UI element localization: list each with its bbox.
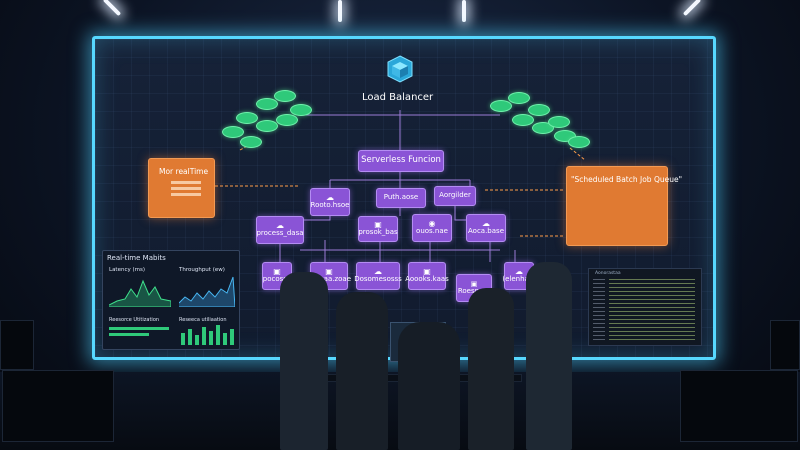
node-icon: ◉ [428,219,436,229]
service-node-label: pocossa [262,275,292,284]
database-icon [240,136,262,148]
database-icon [508,92,530,104]
database-icon [222,126,244,138]
service-node-label: Puth.aose [383,193,419,202]
terminal-panel: Aonorastaa [588,268,702,346]
terminal-code-lines [609,279,695,341]
load-balancer-icon [387,55,413,83]
serverless-function-node: Serverless Funcion [358,150,444,172]
side-monitor-back [0,320,34,370]
ceiling-light [462,0,466,22]
service-node: Puth.aose [376,188,426,208]
resource-utilization-label: Reesorce Utitization [109,317,160,323]
side-monitor [2,370,114,442]
database-icon [490,100,512,112]
cloud-icon: ☁ [276,221,284,231]
box-icon: ▣ [470,279,478,288]
load-balancer-label: Load Balancer [362,92,434,103]
side-monitor [680,370,798,442]
database-icon [528,104,550,116]
service-node-label: prosok_bas [358,228,398,237]
resource-bar-chart [181,325,234,345]
person-silhouette [280,272,328,450]
throughput-label: Throughput (ew) [179,267,225,273]
service-node: Aorgilder [434,186,476,206]
database-icon [256,98,278,110]
resource-utilization-label-2: Reseeca utiliaation [179,317,227,323]
service-node: ▣ prosok_bas [358,216,398,242]
latency-chart [109,279,171,307]
service-node: ☁ process_dasa [256,216,304,244]
database-icon [568,136,590,148]
batch-job-queue-title: "Scheduled Batch Job Queue" [571,175,683,184]
box-icon: ▣ [273,267,281,277]
cloud-icon: ☁ [326,193,334,203]
person-silhouette [398,322,460,450]
throughput-chart [179,276,235,307]
ceiling-light [338,0,342,22]
database-icon [274,90,296,102]
person-silhouette [336,292,388,450]
database-icon [276,114,298,126]
realtime-note: Mor realTime [148,158,215,218]
service-node: ◉ ouos.nae [412,214,452,242]
service-node-label: Aoca.base [468,227,504,236]
database-icon [290,104,312,116]
cloud-icon: ☁ [515,267,523,277]
resource-bar [109,327,169,330]
database-icon [256,120,278,132]
side-monitor-back [770,320,800,370]
serverless-function-label: Serverless Funcion [361,155,441,166]
service-node: ▣ Aoooks.kaas [405,262,449,290]
database-icon [512,114,534,126]
service-node-label: Aorgilder [439,191,471,200]
service-node: ☁ Aoca.base [466,214,506,242]
service-node-label: (elenhak) [502,275,536,284]
service-node-label: Dosomesosss [354,275,402,284]
terminal-gutter [593,279,605,341]
service-node-label: process_dasa [256,229,304,238]
service-node-label: Aoooks.kaas [405,275,449,284]
realtime-note-lines [171,181,201,184]
database-icon [548,116,570,128]
terminal-title: Aonorastaa [595,271,621,276]
metrics-panel: Real-time Mabits Latency (ms) Throughput… [102,250,240,350]
service-node-label: ouos.nae [416,227,448,236]
service-node: ☁ Rooto.hsoe [310,188,350,216]
person-silhouette [526,262,572,450]
box-icon: ▣ [325,267,333,277]
service-node-label: Roesnom [457,286,491,295]
person-silhouette [468,288,514,450]
realtime-note-title: Mor realTime [159,167,209,176]
database-icon [236,112,258,124]
cloud-icon: ☁ [374,267,382,277]
metrics-panel-title: Real-time Mabits [107,254,166,262]
service-node-label: Rooto.hsoe [310,201,350,210]
service-node: ☁ Dosomesosss [354,262,402,290]
service-node-label: poosaa.zoae [307,275,352,284]
cloud-icon: ☁ [482,219,490,229]
batch-job-queue-note: "Scheduled Batch Job Queue" [566,166,682,246]
box-icon: ▣ [374,220,382,230]
latency-label: Latency (ms) [109,267,146,273]
box-icon: ▣ [423,267,431,277]
resource-bar [109,333,149,336]
